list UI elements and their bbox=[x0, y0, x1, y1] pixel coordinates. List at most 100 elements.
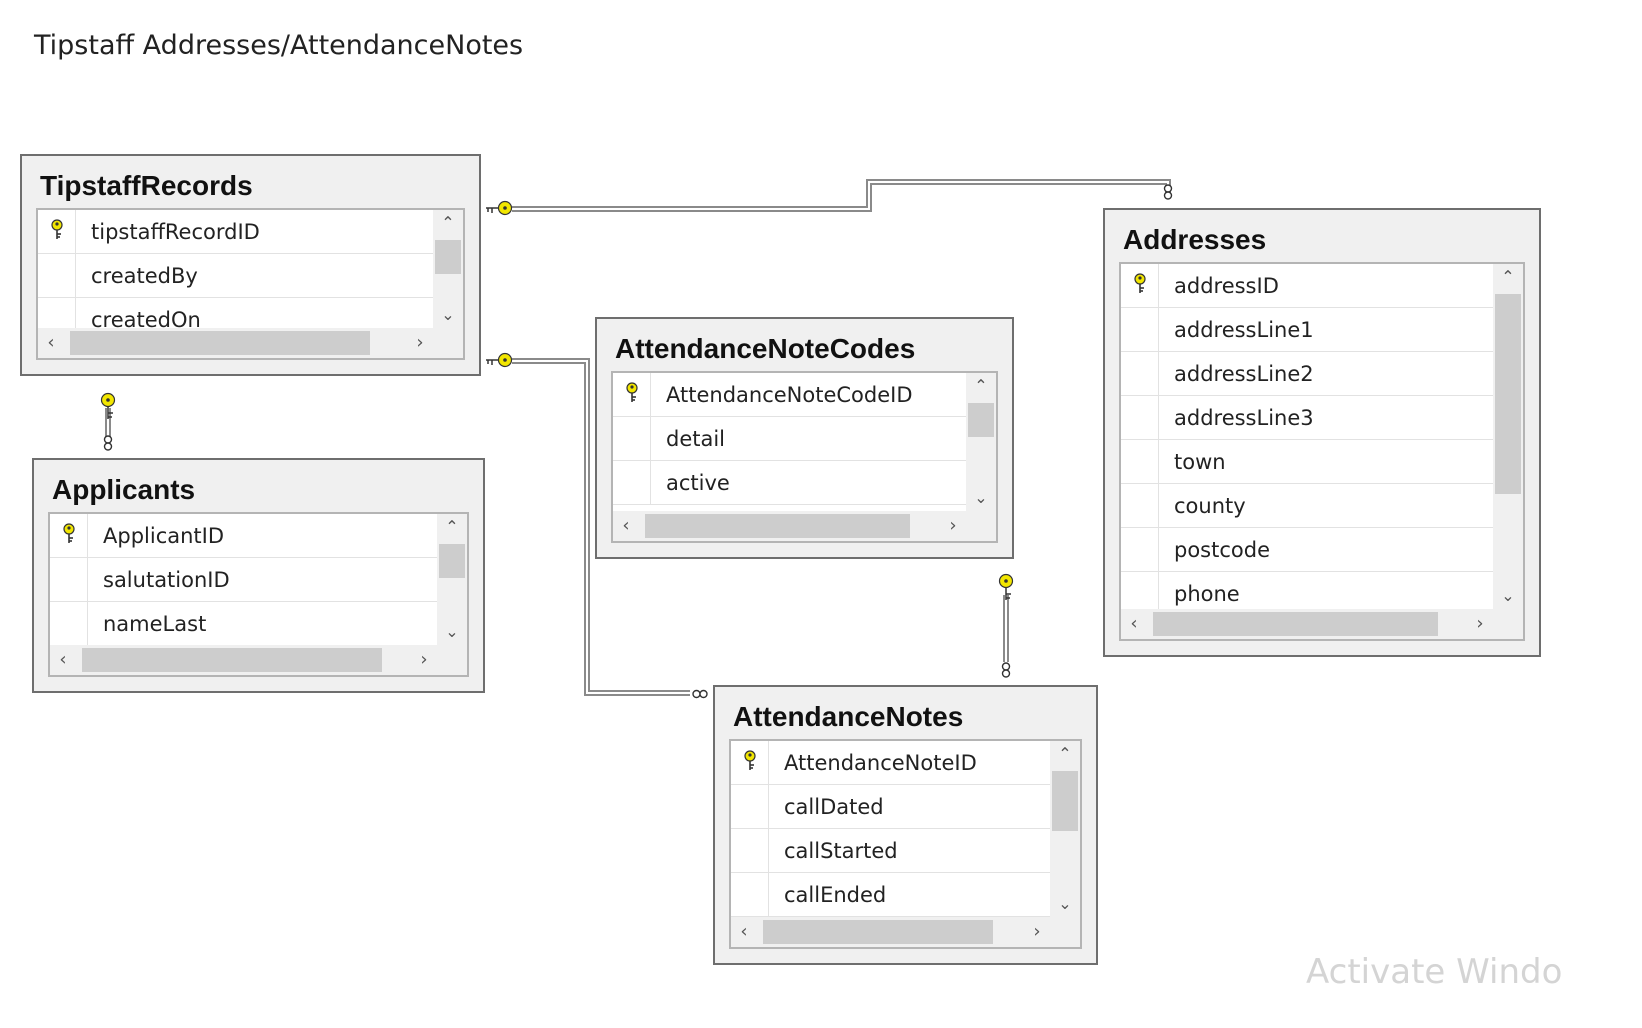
column-name: tipstaffRecordID bbox=[91, 219, 260, 244]
key-icon bbox=[49, 218, 65, 245]
scroll-left-icon[interactable]: ‹ bbox=[740, 921, 748, 942]
scroll-up-icon[interactable]: ⌃ bbox=[1058, 744, 1072, 763]
column-row[interactable]: salutationID bbox=[50, 558, 437, 602]
row-selector[interactable] bbox=[731, 741, 769, 784]
horizontal-scrollbar[interactable]: ‹› bbox=[1121, 609, 1493, 639]
row-selector[interactable] bbox=[1121, 572, 1159, 609]
row-selector[interactable] bbox=[613, 461, 651, 504]
column-row[interactable]: county bbox=[1121, 484, 1493, 528]
vertical-scrollbar[interactable]: ⌃⌄ bbox=[966, 373, 996, 511]
column-row[interactable]: AttendanceNoteID bbox=[731, 741, 1050, 785]
column-row[interactable]: active bbox=[613, 461, 966, 505]
scroll-up-icon[interactable]: ⌃ bbox=[974, 376, 988, 395]
row-selector[interactable] bbox=[731, 873, 769, 916]
column-row[interactable]: callDated bbox=[731, 785, 1050, 829]
column-name: addressID bbox=[1174, 273, 1279, 298]
row-selector[interactable] bbox=[50, 514, 88, 557]
column-row[interactable]: callStarted bbox=[731, 829, 1050, 873]
column-row[interactable]: callEnded bbox=[731, 873, 1050, 917]
column-name: county bbox=[1174, 493, 1246, 518]
row-selector[interactable] bbox=[1121, 308, 1159, 351]
column-row[interactable]: addressLine2 bbox=[1121, 352, 1493, 396]
row-selector[interactable] bbox=[731, 785, 769, 828]
column-name: callEnded bbox=[784, 882, 887, 907]
scroll-left-icon[interactable]: ‹ bbox=[622, 515, 630, 536]
scroll-left-icon[interactable]: ‹ bbox=[59, 649, 67, 670]
column-row[interactable]: detail bbox=[613, 417, 966, 461]
scroll-down-icon[interactable]: ⌄ bbox=[974, 488, 988, 507]
rel-tipstaff-addresses[interactable] bbox=[485, 179, 1173, 216]
column-name: callStarted bbox=[784, 838, 898, 863]
column-name: AttendanceNoteID bbox=[784, 750, 977, 775]
row-selector[interactable] bbox=[50, 558, 88, 601]
row-selector[interactable] bbox=[1121, 264, 1159, 307]
table-title: AttendanceNotes bbox=[733, 701, 964, 732]
row-selector[interactable] bbox=[1121, 396, 1159, 439]
rel-tipstaff-applicants[interactable] bbox=[100, 392, 116, 451]
scroll-left-icon[interactable]: ‹ bbox=[47, 332, 55, 353]
row-selector[interactable] bbox=[38, 254, 76, 297]
horizontal-scrollbar[interactable]: ‹› bbox=[613, 511, 966, 541]
row-selector[interactable] bbox=[1121, 440, 1159, 483]
scroll-down-icon[interactable]: ⌄ bbox=[445, 622, 459, 641]
row-selector[interactable] bbox=[613, 373, 651, 416]
scroll-down-icon[interactable]: ⌄ bbox=[441, 305, 455, 324]
rel-tipstaff-attendancenotes[interactable] bbox=[485, 352, 708, 699]
column-name: createdOn bbox=[91, 307, 201, 329]
scroll-up-icon[interactable]: ⌃ bbox=[441, 213, 455, 232]
horizontal-scrollbar[interactable]: ‹› bbox=[50, 645, 437, 675]
column-row[interactable]: createdOn bbox=[38, 298, 433, 328]
column-name: addressLine2 bbox=[1174, 361, 1314, 386]
column-row[interactable]: addressLine1 bbox=[1121, 308, 1493, 352]
table-attendancenotecodes[interactable]: AttendanceNoteCodes AttendanceNoteCodeID… bbox=[595, 317, 1014, 559]
scroll-up-icon[interactable]: ⌃ bbox=[1501, 267, 1515, 286]
vertical-scrollbar[interactable]: ⌃⌄ bbox=[433, 210, 463, 328]
column-row[interactable]: addressID bbox=[1121, 264, 1493, 308]
column-row[interactable]: town bbox=[1121, 440, 1493, 484]
scroll-left-icon[interactable]: ‹ bbox=[1130, 613, 1138, 634]
column-row[interactable]: ApplicantID bbox=[50, 514, 437, 558]
table-attendancenotes[interactable]: AttendanceNotes AttendanceNoteID callDate… bbox=[713, 685, 1098, 965]
rel-codes-attendancenotes[interactable] bbox=[998, 573, 1014, 678]
row-selector[interactable] bbox=[38, 298, 76, 328]
scroll-right-icon[interactable]: › bbox=[949, 515, 957, 536]
vertical-scrollbar[interactable]: ⌃⌄ bbox=[1050, 741, 1080, 917]
row-selector[interactable] bbox=[1121, 352, 1159, 395]
column-row[interactable]: phone bbox=[1121, 572, 1493, 609]
row-selector[interactable] bbox=[1121, 484, 1159, 527]
row-selector[interactable] bbox=[1121, 528, 1159, 571]
row-selector[interactable] bbox=[50, 602, 88, 645]
scroll-right-icon[interactable]: › bbox=[416, 332, 424, 353]
table-title: AttendanceNoteCodes bbox=[615, 333, 916, 364]
column-name: AttendanceNoteCodeID bbox=[666, 382, 913, 407]
column-row[interactable]: nameLast bbox=[50, 602, 437, 645]
key-icon bbox=[624, 381, 640, 408]
vertical-scrollbar[interactable]: ⌃⌄ bbox=[437, 514, 467, 645]
column-name: postcode bbox=[1174, 537, 1270, 562]
vertical-scrollbar[interactable]: ⌃⌄ bbox=[1493, 264, 1523, 609]
row-selector[interactable] bbox=[731, 829, 769, 872]
scroll-down-icon[interactable]: ⌄ bbox=[1058, 894, 1072, 913]
scroll-right-icon[interactable]: › bbox=[420, 649, 428, 670]
row-selector[interactable] bbox=[613, 417, 651, 460]
column-row[interactable]: AttendanceNoteCodeID bbox=[613, 373, 966, 417]
scroll-up-icon[interactable]: ⌃ bbox=[445, 517, 459, 536]
column-name: addressLine3 bbox=[1174, 405, 1314, 430]
scroll-down-icon[interactable]: ⌄ bbox=[1501, 586, 1515, 605]
scroll-right-icon[interactable]: › bbox=[1033, 921, 1041, 942]
scroll-right-icon[interactable]: › bbox=[1476, 613, 1484, 634]
column-row[interactable]: createdBy bbox=[38, 254, 433, 298]
table-title: Applicants bbox=[52, 474, 196, 505]
column-name: callDated bbox=[784, 794, 884, 819]
column-row[interactable]: addressLine3 bbox=[1121, 396, 1493, 440]
row-selector[interactable] bbox=[38, 210, 76, 253]
column-row[interactable]: postcode bbox=[1121, 528, 1493, 572]
horizontal-scrollbar[interactable]: ‹› bbox=[731, 917, 1050, 947]
horizontal-scrollbar[interactable]: ‹› bbox=[38, 328, 433, 358]
column-row[interactable]: tipstaffRecordID bbox=[38, 210, 433, 254]
